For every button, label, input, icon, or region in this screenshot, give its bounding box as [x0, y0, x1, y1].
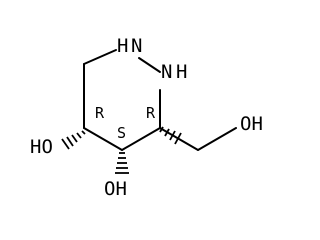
c5-stereo-label: S: [117, 124, 126, 142]
bond-c6-c5: [121, 127, 161, 151]
n1-atom-label: N: [131, 35, 142, 57]
n1-hydrogen-label: H: [117, 35, 128, 57]
ch2-hydroxyl-label: OH: [240, 113, 263, 135]
n2-hydrogen-label: H: [176, 61, 187, 83]
c4-stereo-label: R: [95, 104, 105, 122]
molecule-structure: H N N H HO OH OH R S R: [30, 35, 263, 200]
bond-c5-c4: [83, 127, 123, 151]
hashed-bond-c6-ch2: [159, 126, 182, 145]
c6-stereo-label: R: [146, 104, 156, 122]
n2-atom-label: N: [161, 61, 172, 83]
bond-ch2-oh: [197, 127, 237, 151]
c5-hydroxyl-label: OH: [104, 178, 127, 200]
bond-c6-ch2: [159, 127, 199, 151]
bond-c3-n1: [83, 49, 117, 65]
c4-hydroxyl-label: HO: [30, 136, 53, 158]
bond-n1-n2: [138, 57, 161, 73]
hashed-bond-c5-oh: [115, 152, 129, 174]
hashed-bond-c4-oh: [61, 130, 86, 150]
